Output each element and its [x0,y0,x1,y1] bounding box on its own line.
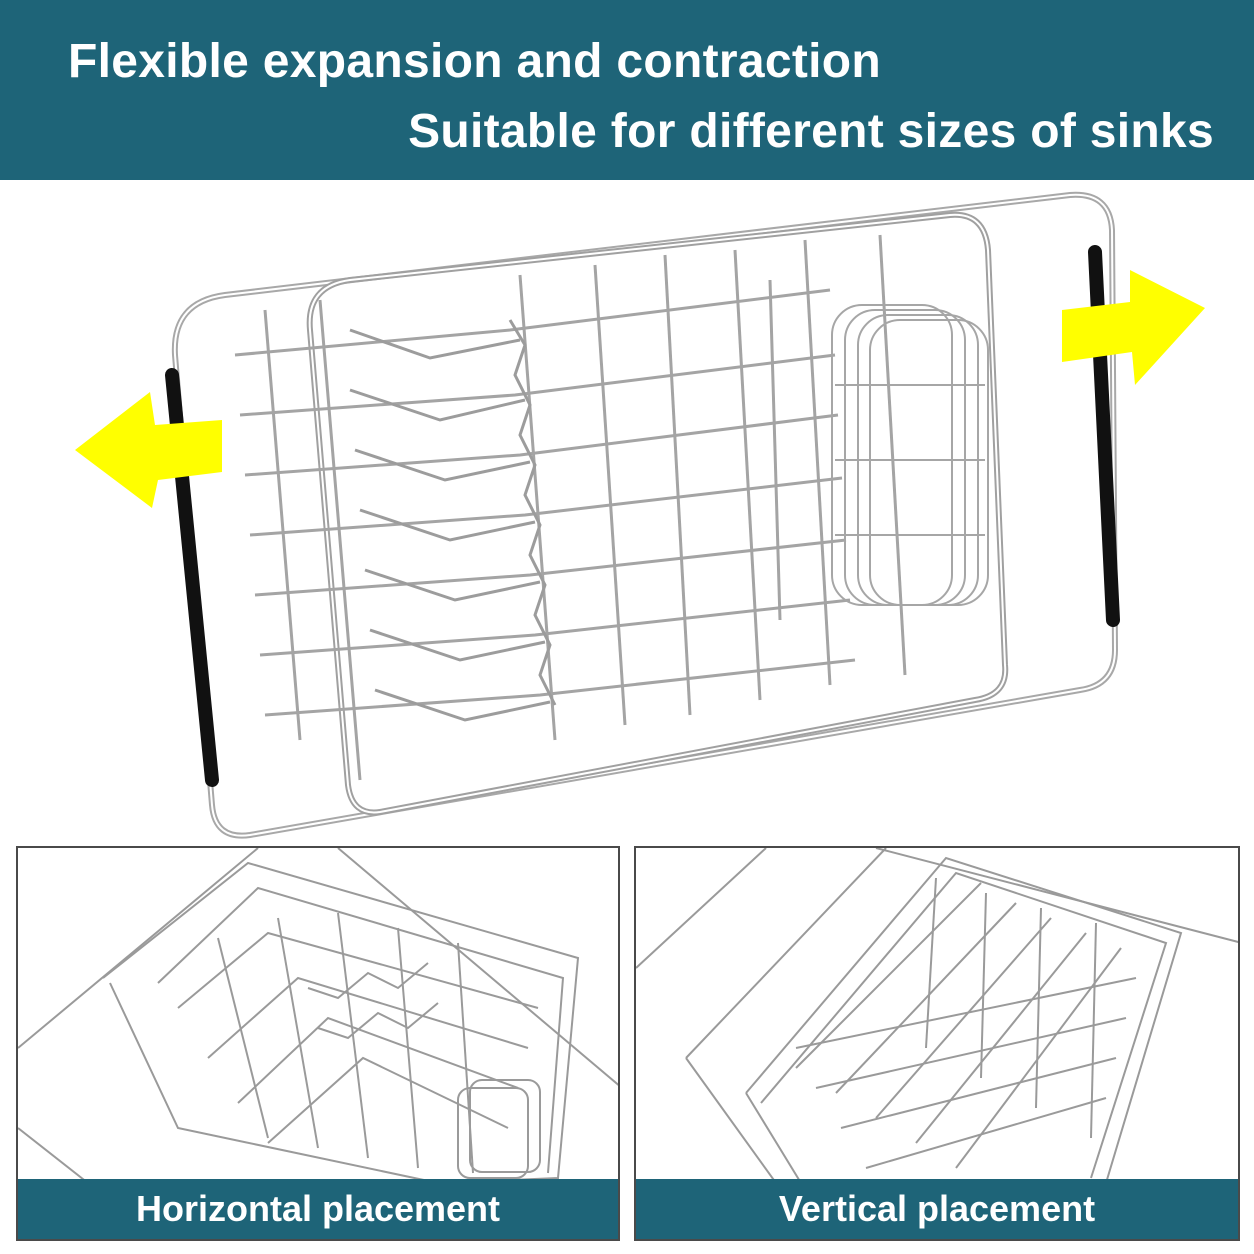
horizontal-placement-panel: Horizontal placement [16,846,620,1241]
hero-illustration [0,180,1254,840]
expand-left-arrow-icon [75,392,222,508]
plate-rack [349,319,557,722]
expand-right-arrow-icon [1062,270,1205,385]
expandable-rack-drawing [75,191,1205,839]
header-banner: Flexible expansion and contraction Suita… [0,0,1254,180]
right-caption-bar: Vertical placement [636,1179,1238,1239]
horizontal-placement-label: Horizontal placement [135,1188,501,1229]
headline-line-2: Suitable for different sizes of sinks [408,105,1214,158]
left-caption-bar: Horizontal placement [18,1179,618,1239]
outer-frame [171,191,1119,839]
headline-line-1: Flexible expansion and contraction [68,35,882,88]
vertical-placement-drawing [636,848,1238,1183]
basket-wires [234,234,907,781]
vertical-placement-label: Vertical placement [778,1188,1096,1229]
utensil-holder [831,304,989,606]
horizontal-placement-drawing [18,848,618,1183]
vertical-placement-panel: Vertical placement [634,846,1240,1241]
